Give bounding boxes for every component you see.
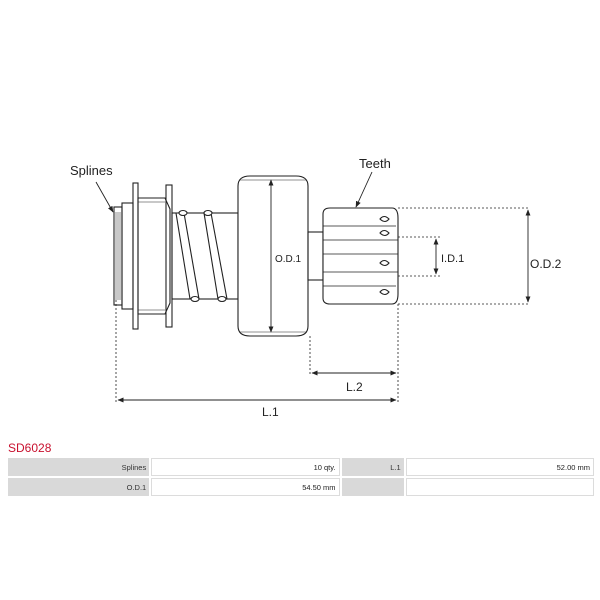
l1-label: L.1 — [262, 405, 279, 419]
part-code: SD6028 — [8, 441, 52, 455]
splines-label: Splines — [70, 163, 113, 178]
l2-label: L.2 — [346, 380, 363, 394]
drive-body — [113, 175, 399, 337]
spec-value: 10 qty. — [151, 458, 340, 476]
spec-key: Splines — [8, 458, 150, 476]
spring — [175, 209, 228, 303]
starter-drive-diagram: Splines Teeth O.D.1 I.D.1 O.D.2 L.2 L.1 — [70, 156, 562, 419]
table-row: Splines 10 qty. L.1 52.00 mm — [8, 458, 594, 476]
table-row: O.D.1 54.50 mm — [8, 478, 594, 496]
splines-leader — [95, 181, 114, 213]
spec-table: Splines 10 qty. L.1 52.00 mm O.D.1 54.50… — [6, 456, 596, 498]
teeth-label: Teeth — [359, 156, 391, 171]
dimension-arrows — [95, 171, 531, 403]
spec-key — [341, 478, 404, 496]
spec-value: 54.50 mm — [151, 478, 340, 496]
spec-key: L.1 — [341, 458, 404, 476]
id1-label: I.D.1 — [441, 253, 464, 265]
teeth-leader — [355, 171, 373, 208]
spec-value — [405, 478, 594, 496]
od1-label: O.D.1 — [275, 254, 302, 265]
dimension-lines — [115, 207, 530, 402]
od2-label: O.D.2 — [530, 257, 562, 271]
spec-value: 52.00 mm — [405, 458, 594, 476]
spec-key: O.D.1 — [8, 478, 150, 496]
